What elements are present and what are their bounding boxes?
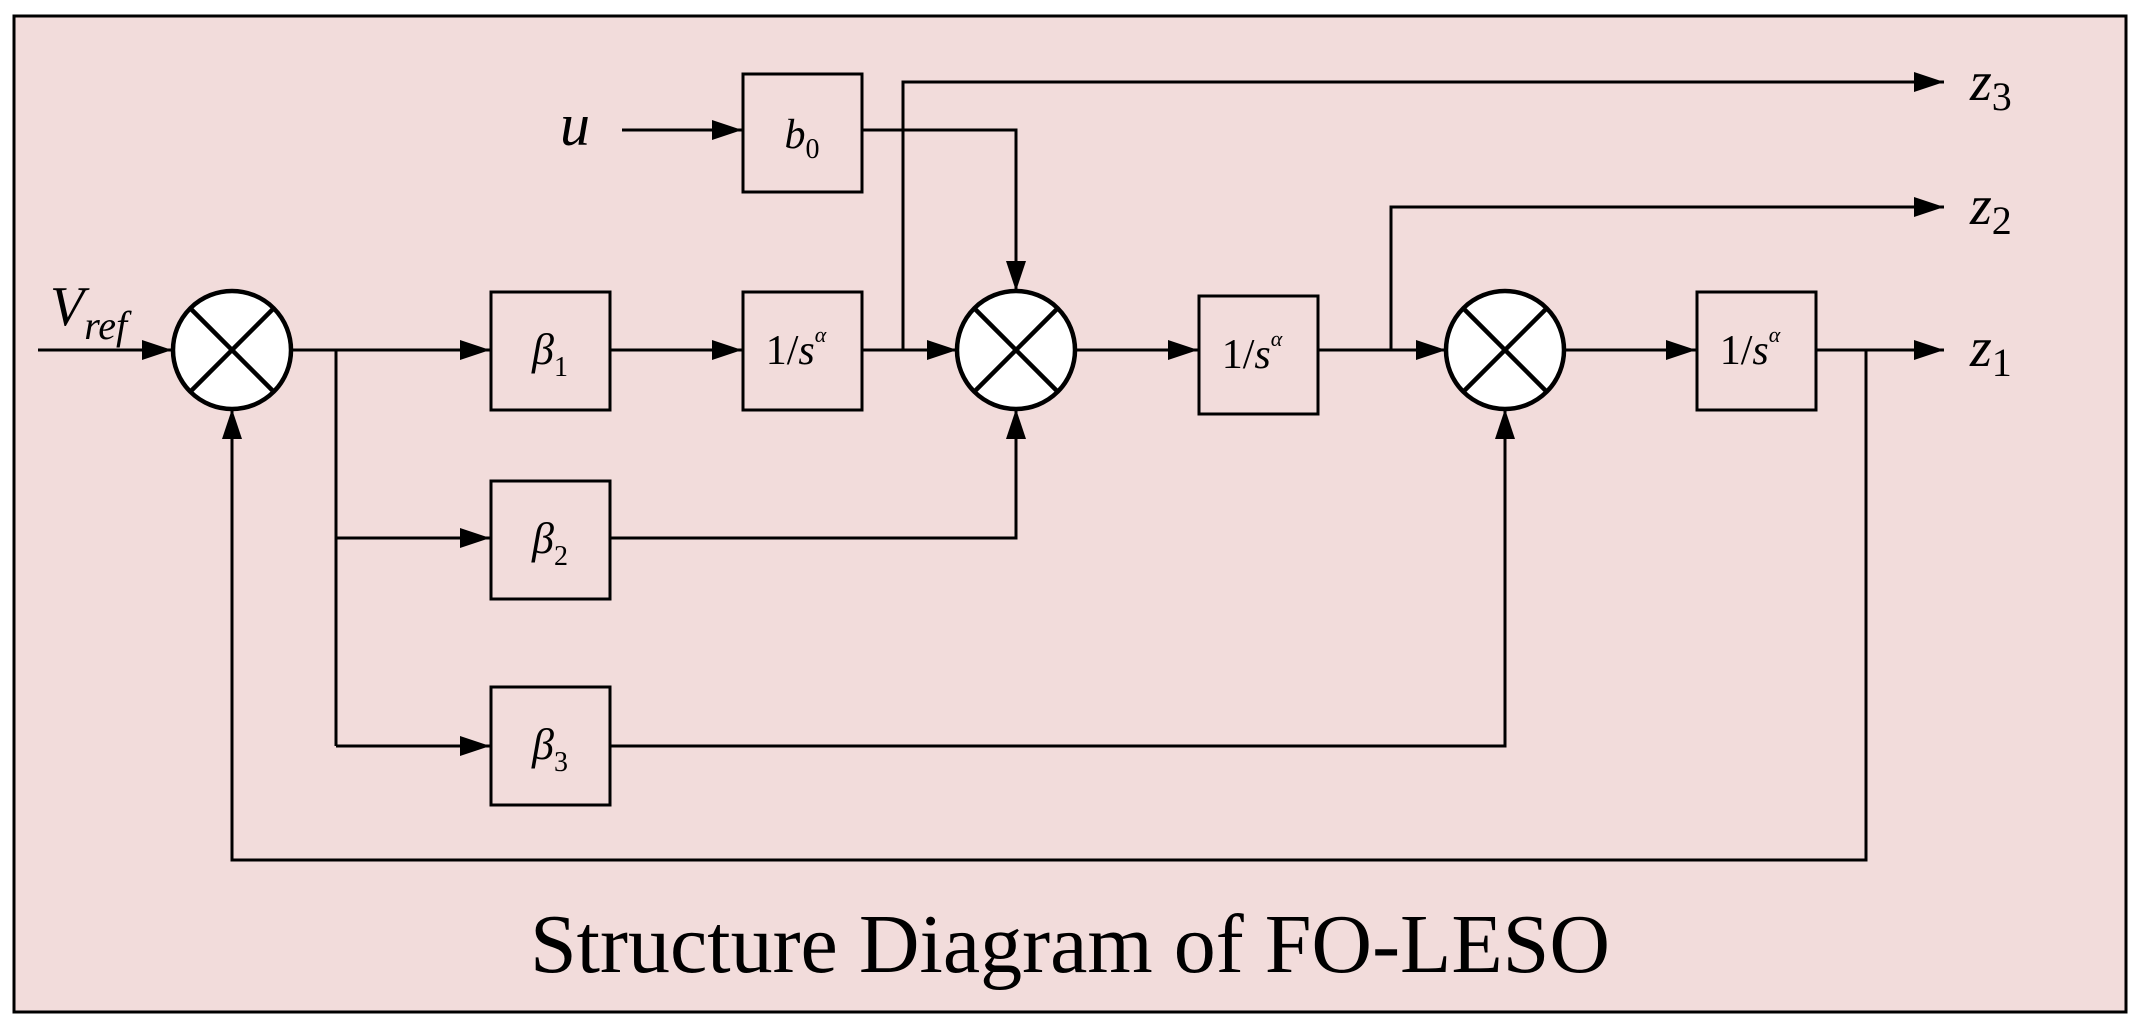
svg-text:β1: β1 xyxy=(531,325,568,383)
input-u-label: u xyxy=(560,92,590,158)
block-beta3: β3 xyxy=(489,685,612,807)
diagram-title: Structure Diagram of FO-LESO xyxy=(530,898,1610,991)
svg-text:1/sα: 1/sα xyxy=(1720,322,1781,374)
block-beta2: β2 xyxy=(489,479,612,601)
svg-text:β3: β3 xyxy=(531,720,568,778)
diagram-frame xyxy=(12,14,2128,1014)
sum-junction-1 xyxy=(170,288,294,412)
signal-wires xyxy=(38,72,1944,862)
sum-junction-2 xyxy=(954,288,1078,412)
svg-text:1/sα: 1/sα xyxy=(1222,326,1283,378)
output-z2-label: z2 xyxy=(1969,175,2012,243)
block-integrator-2: 1/sα xyxy=(1197,294,1320,416)
block-integrator-1: 1/sα xyxy=(741,290,864,412)
block-beta1: β1 xyxy=(489,290,612,412)
block-b0: b0 xyxy=(741,72,864,194)
svg-text:1/sα: 1/sα xyxy=(766,322,827,374)
svg-text:β2: β2 xyxy=(531,514,568,572)
svg-text:b0: b0 xyxy=(785,112,820,165)
output-z3-label: z3 xyxy=(1969,51,2012,119)
input-vref-label: Vref xyxy=(50,276,132,348)
output-z1-label: z1 xyxy=(1969,317,2012,385)
block-integrator-3: 1/sα xyxy=(1695,290,1818,412)
sum-junction-3 xyxy=(1443,288,1567,412)
